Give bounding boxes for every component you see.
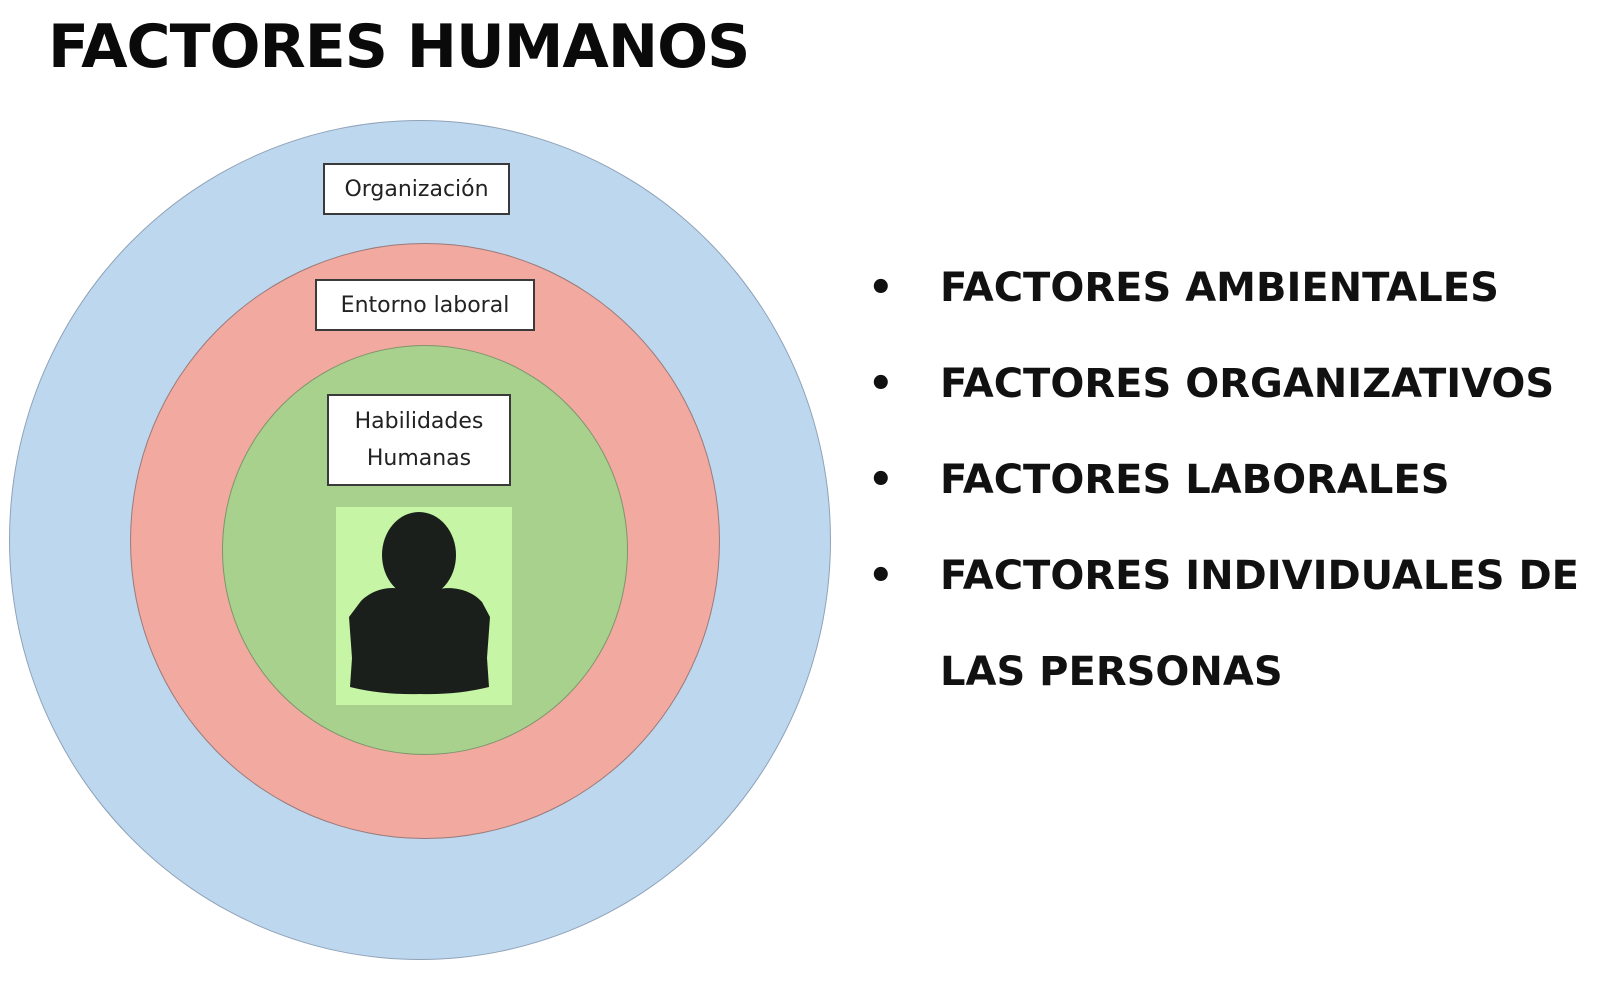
page-title: FACTORES HUMANOS xyxy=(48,12,750,82)
person-silhouette-icon xyxy=(336,507,512,705)
person-panel xyxy=(336,507,512,705)
bullet-icon: • xyxy=(868,553,894,599)
factor-text: FACTORES INDIVIDUALES DE LAS PERSONAS xyxy=(940,553,1579,695)
factor-item-laborales: • FACTORES LABORALES xyxy=(868,432,1588,528)
habilidades-humanas-label: Habilidades Humanas xyxy=(327,394,511,486)
bullet-icon: • xyxy=(868,361,894,407)
bullet-icon: • xyxy=(868,265,894,311)
habilidades-label-line-2: Humanas xyxy=(366,446,472,471)
factor-item-ambientales: • FACTORES AMBIENTALES xyxy=(868,240,1588,336)
factor-text: FACTORES ORGANIZATIVOS xyxy=(940,361,1555,407)
factor-text: FACTORES LABORALES xyxy=(940,457,1450,503)
habilidades-label-line-1: Habilidades xyxy=(354,409,484,434)
entorno-laboral-label: Entorno laboral xyxy=(315,279,535,331)
concentric-factors-diagram: Organización Entorno laboral Habilidades… xyxy=(9,120,831,960)
bullet-icon: • xyxy=(868,457,894,503)
organizacion-label: Organización xyxy=(323,163,510,215)
factors-list: • FACTORES AMBIENTALES • FACTORES ORGANI… xyxy=(868,240,1588,720)
factor-item-individuales: • FACTORES INDIVIDUALES DE LAS PERSONAS xyxy=(868,528,1588,720)
factor-item-organizativos: • FACTORES ORGANIZATIVOS xyxy=(868,336,1588,432)
factor-text: FACTORES AMBIENTALES xyxy=(940,265,1499,311)
